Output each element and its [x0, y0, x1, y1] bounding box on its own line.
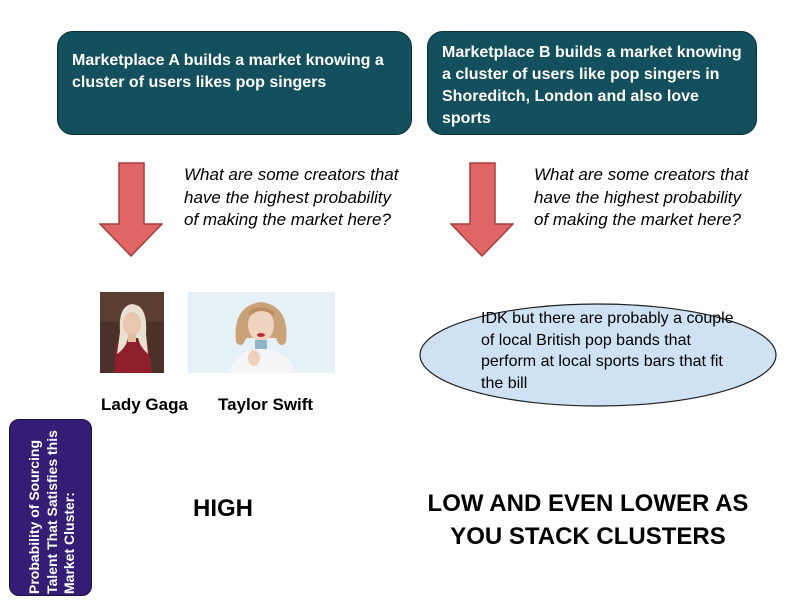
creator-name-lady-gaga: Lady Gaga — [101, 395, 188, 414]
marketplace-b-description: Marketplace B builds a market knowing a … — [442, 44, 742, 127]
answer-ellipse — [419, 303, 777, 407]
marketplace-a-box: Marketplace A builds a market knowing a … — [57, 31, 412, 135]
creator-name-taylor-swift: Taylor Swift — [218, 395, 314, 414]
marketplace-a-description: Marketplace A builds a market knowing a … — [72, 52, 384, 91]
question-a: What are some creators that have the hig… — [184, 165, 399, 229]
result-low: LOW AND EVEN LOWER AS YOU STACK CLUSTERS — [427, 490, 749, 550]
lady-gaga-photo — [100, 292, 164, 373]
result-high: HIGH — [193, 495, 253, 522]
probability-side-label-text: Probability of Sourcing Talent That Sati… — [25, 429, 77, 594]
question-b: What are some creators that have the hig… — [534, 165, 749, 229]
down-arrow-a-icon — [99, 162, 163, 257]
taylor-swift-photo — [188, 292, 335, 373]
down-arrow-b-icon — [450, 162, 514, 257]
probability-side-label: Probability of Sourcing Talent That Sati… — [9, 419, 92, 596]
marketplace-b-box: Marketplace B builds a market knowing a … — [427, 31, 757, 135]
marketplace-b-answer: IDK but there are probably a couple of l… — [481, 310, 734, 392]
